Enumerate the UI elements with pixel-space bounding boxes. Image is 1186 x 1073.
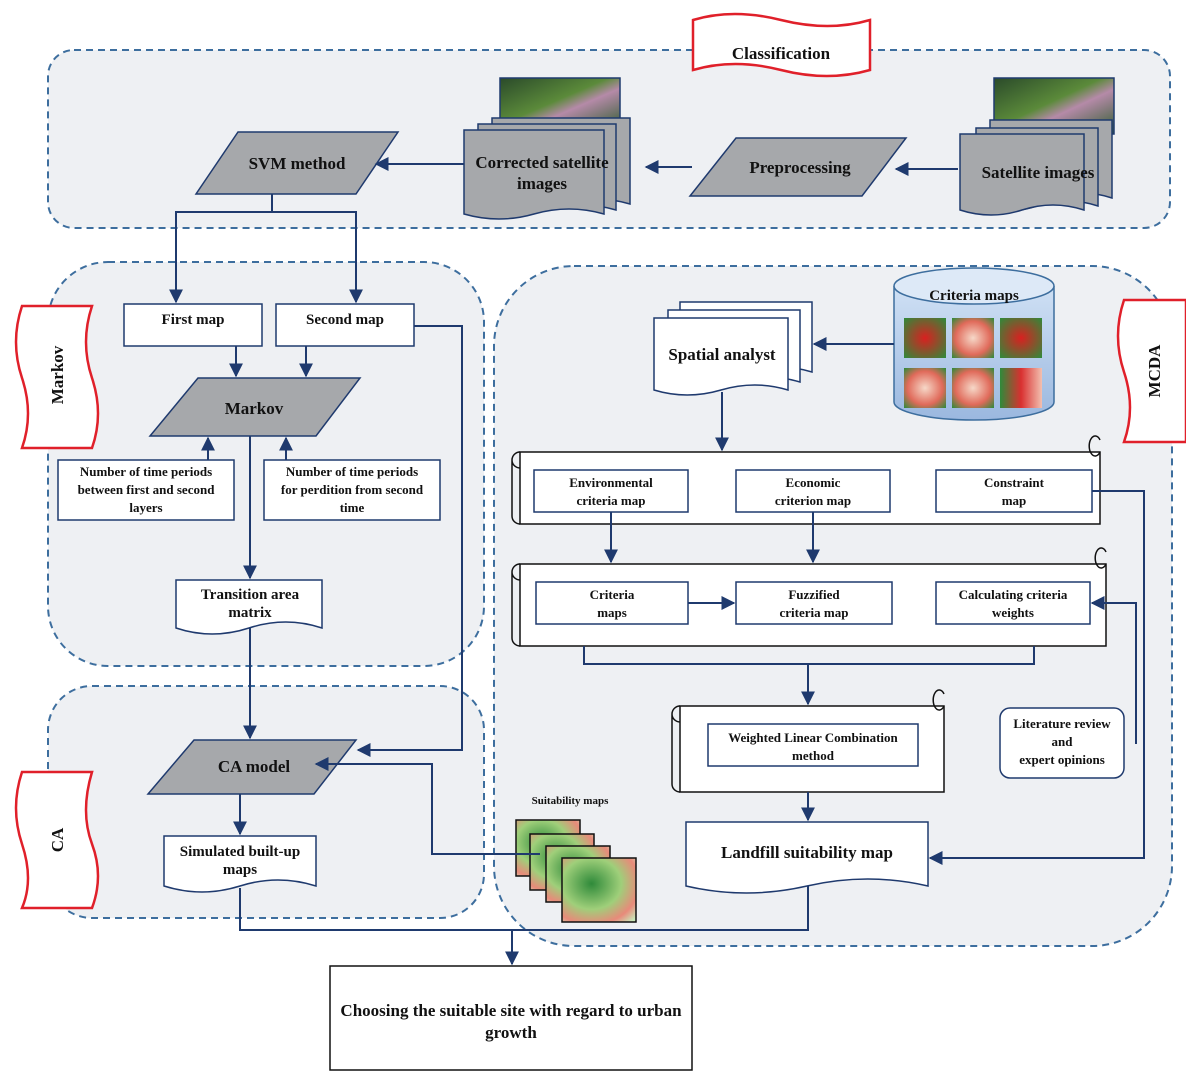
preprocessing-node: Preprocessing <box>688 137 908 197</box>
classification-label: Classification <box>732 44 831 63</box>
spatial-analyst-label: Spatial analyst <box>668 345 776 364</box>
constraint-line1: Constraint <box>984 475 1045 490</box>
periods-prediction-box <box>263 459 441 521</box>
ca-model-label: CA model <box>218 757 291 776</box>
svm-method-label: SVM method <box>249 154 346 173</box>
mcda-arrows <box>583 337 1145 865</box>
spatial-analyst-node: Spatial analyst <box>653 301 813 396</box>
periods-prediction-line3: time <box>340 500 365 515</box>
constraint-line2: map <box>1002 493 1027 508</box>
periods-prediction-line1: Number of time periods <box>286 464 418 479</box>
mcda-banner: MCDA <box>1116 298 1186 444</box>
environmental-box <box>533 469 689 513</box>
fuzzified-line1: Fuzzified <box>788 587 840 602</box>
first-map-box <box>123 303 263 347</box>
wlc-line1: Weighted Linear Combination <box>728 730 898 745</box>
transition-line2: matrix <box>228 605 272 621</box>
landfill-label: Landfill suitability map <box>721 843 893 862</box>
fuzzified-line2: criteria map <box>780 605 849 620</box>
literature-line1: Literature review <box>1013 716 1111 731</box>
final-line2: growth <box>485 1023 537 1042</box>
criteria-line1: Criteria <box>590 587 635 602</box>
transition-matrix-node: Transition area matrix <box>175 579 323 635</box>
markov-arrows <box>201 325 463 757</box>
ca-group <box>47 685 485 919</box>
criteria-line2: maps <box>597 605 627 620</box>
classification-banner: Classification <box>691 12 872 78</box>
wlc-line2: method <box>792 748 835 763</box>
weights-line1: Calculating criteria <box>959 587 1068 602</box>
second-map-box <box>275 303 415 347</box>
landfill-map-node: Landfill suitability map <box>685 821 929 894</box>
markov-label: Markov <box>225 399 284 418</box>
weights-box <box>935 581 1091 625</box>
environmental-line2: criteria map <box>577 493 646 508</box>
weights-line2: weights <box>992 605 1034 620</box>
corrected-images-label-2: images <box>517 174 567 193</box>
periods-between-line3: layers <box>129 500 162 515</box>
svm-method-node: SVM method <box>194 131 400 195</box>
preprocessing-label: Preprocessing <box>749 158 851 177</box>
ca-banner-label: CA <box>48 827 67 852</box>
ca-model-node: CA model <box>146 739 358 795</box>
wlc-box <box>707 723 919 767</box>
mcda-banner-label: MCDA <box>1145 344 1164 398</box>
environmental-line1: Environmental <box>569 475 653 490</box>
economic-line2: criterion map <box>775 493 851 508</box>
satellite-images-node: Satellite images <box>959 77 1115 216</box>
markov-banner-label: Markov <box>48 345 67 404</box>
suitability-maps-stack <box>515 819 637 923</box>
transition-line1: Transition area <box>201 587 300 603</box>
periods-between-line2: between first and second <box>78 482 216 497</box>
satellite-images-label: Satellite images <box>982 163 1095 182</box>
markov-banner: Markov <box>14 304 100 450</box>
classification-arrows <box>169 157 958 304</box>
criteria-maps-db: Criteria maps <box>893 267 1055 421</box>
simulated-line2: maps <box>223 862 257 878</box>
simulated-line1: Simulated built-up <box>180 844 300 860</box>
literature-box <box>999 707 1125 779</box>
periods-between-line1: Number of time periods <box>80 464 212 479</box>
final-line1: Choosing the suitable site with regard t… <box>340 1001 682 1020</box>
criteria-box <box>535 581 689 625</box>
economic-line1: Economic <box>786 475 841 490</box>
periods-between-box <box>57 459 235 521</box>
corrected-images-node: Corrected satellite images <box>463 77 631 220</box>
literature-line2: and <box>1052 734 1074 749</box>
criteria-maps-db-label: Criteria maps <box>929 288 1019 304</box>
suitability-maps-title: Suitability maps <box>532 795 609 807</box>
first-map-label: First map <box>162 312 225 328</box>
fuzzified-box <box>735 581 893 625</box>
periods-prediction-line2: for perdition from second <box>281 482 424 497</box>
final-decision-box <box>329 965 693 1071</box>
simulated-maps-node: Simulated built-up maps <box>163 835 317 893</box>
ca-arrows <box>233 757 809 966</box>
ca-banner: CA <box>14 770 100 910</box>
literature-line3: expert opinions <box>1019 752 1105 767</box>
second-map-label: Second map <box>306 312 384 328</box>
markov-node: Markov <box>148 377 362 437</box>
corrected-images-label-1: Corrected satellite <box>475 153 609 172</box>
